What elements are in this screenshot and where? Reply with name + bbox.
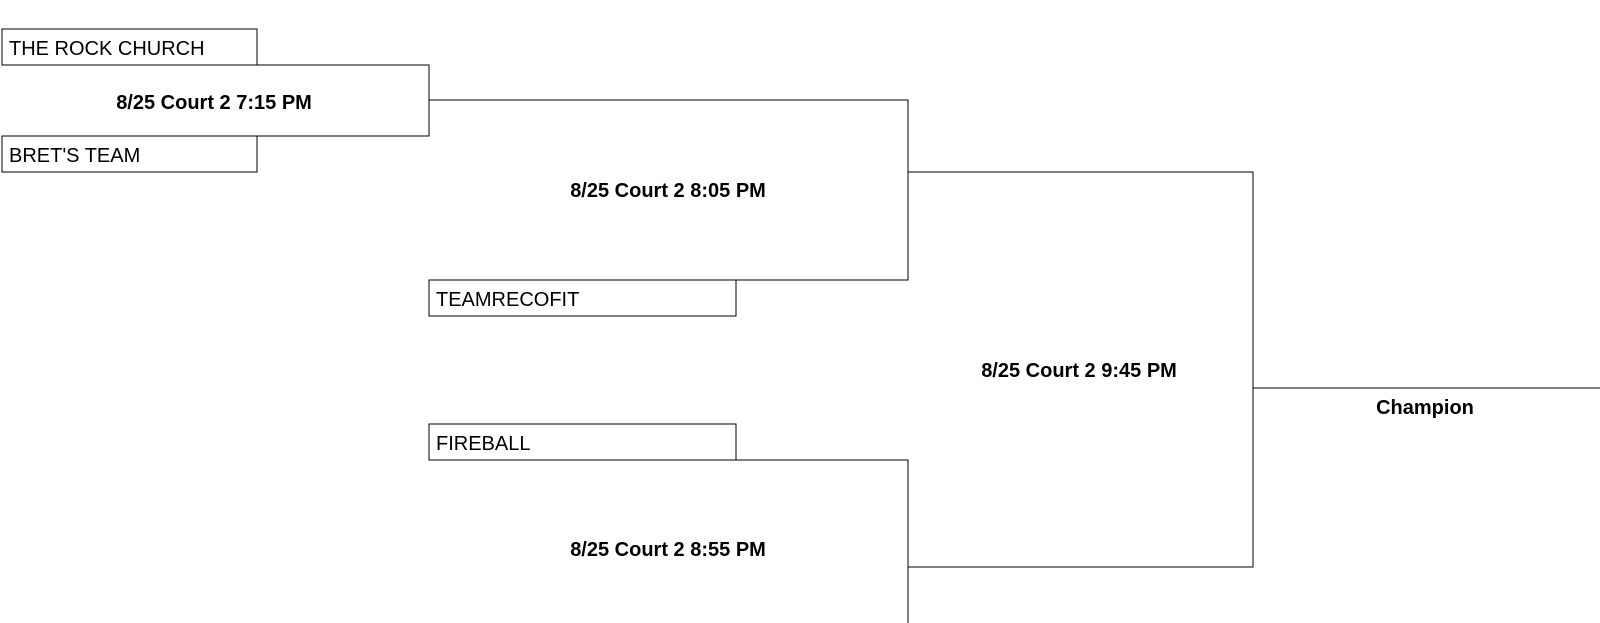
- game-2-schedule: 8/25 Court 2 8:05 PM: [570, 180, 766, 202]
- team-name-teamrecofit: TEAMRECOFIT: [436, 289, 579, 311]
- team-slot-the-rock-church[interactable]: [1, 28, 258, 66]
- final-game: 8/25 Court 2 9:45 PM: [908, 171, 1254, 568]
- team-name-the-rock-church: THE ROCK CHURCH: [9, 38, 205, 60]
- game-2: 8/25 Court 2 8:05 PM TEAMRECOFIT: [428, 99, 909, 317]
- team-name-brets-team: BRET'S TEAM: [9, 145, 140, 167]
- champion-label: Champion: [1376, 397, 1474, 419]
- team-slot-fireball[interactable]: [428, 423, 737, 461]
- game-1-schedule: 8/25 Court 2 7:15 PM: [116, 92, 312, 114]
- game-3-schedule: 8/25 Court 2 8:55 PM: [570, 539, 766, 561]
- champion-slot: Champion: [1253, 387, 1600, 419]
- game-1: THE ROCK CHURCH 8/25 Court 2 7:15 PM BRE…: [1, 28, 430, 173]
- team-name-fireball: FIREBALL: [436, 433, 530, 455]
- game-3: FIREBALL 8/25 Court 2 8:55 PM: [428, 423, 909, 623]
- final-schedule: 8/25 Court 2 9:45 PM: [981, 360, 1177, 382]
- game-2-connector: [429, 99, 909, 281]
- final-connector: [908, 171, 1254, 568]
- team-slot-brets-team[interactable]: [1, 135, 258, 173]
- game-3-connector: [736, 459, 909, 623]
- team-slot-teamrecofit[interactable]: [428, 279, 737, 317]
